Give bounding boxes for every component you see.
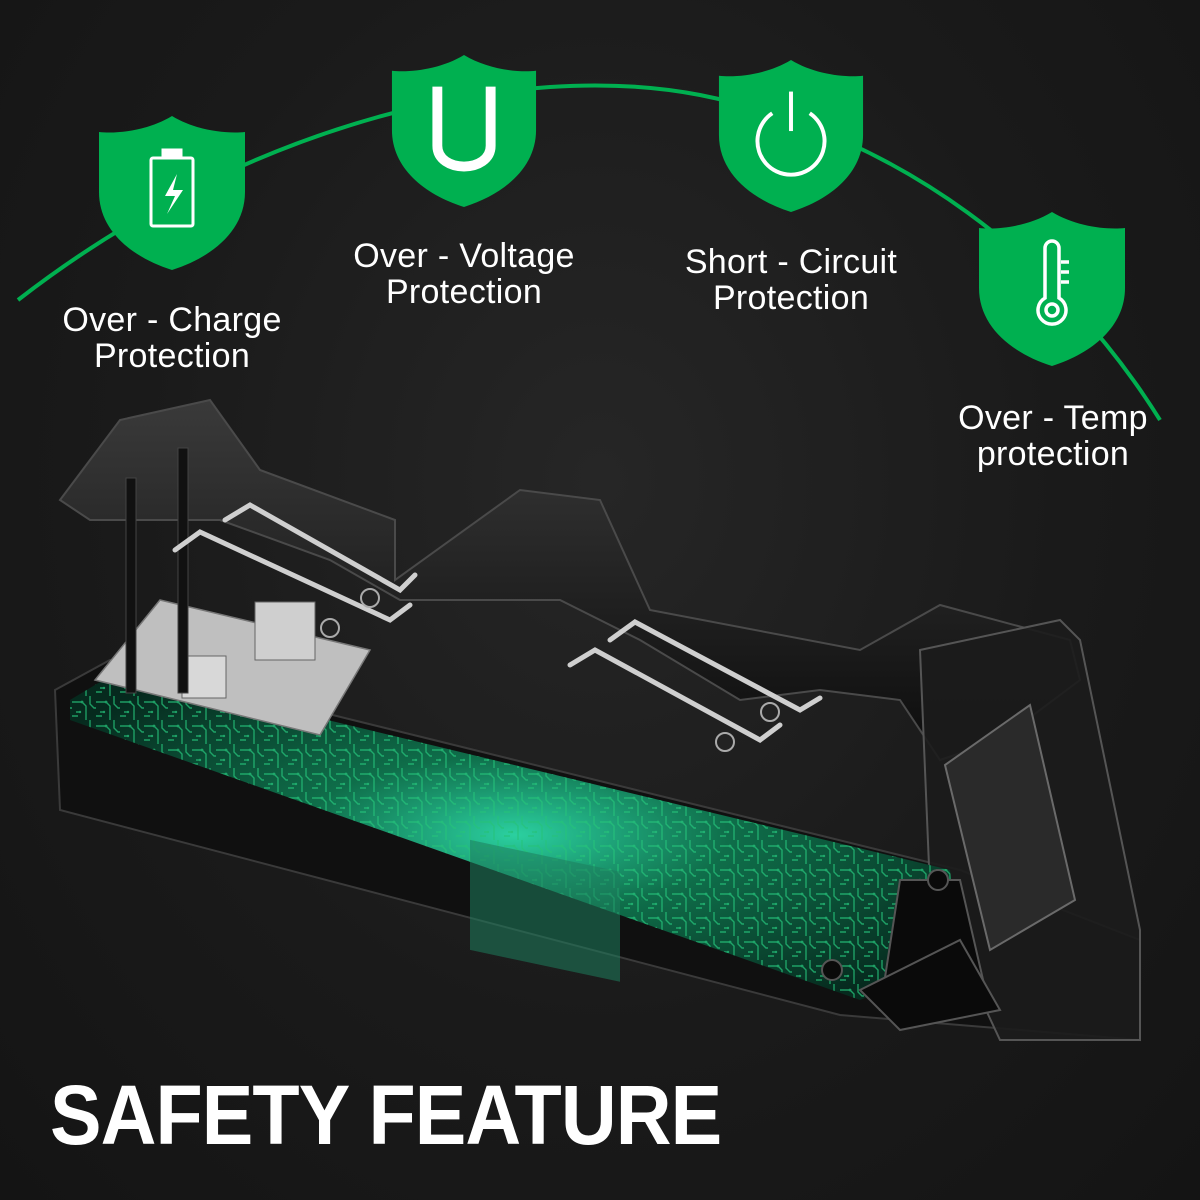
over-charge-line1: Over - Charge: [62, 301, 282, 339]
voltage-u-icon: [432, 86, 496, 172]
over-temp-line1: Over - Temp: [958, 399, 1148, 437]
thermometer-icon: [1036, 239, 1069, 326]
spring-contacts: [172, 502, 823, 743]
over-voltage-badge: [391, 54, 537, 207]
metal-components: [93, 447, 372, 736]
short-circuit-line2: Protection: [712, 279, 870, 317]
over-voltage-label: Over - Voltage Protection: [304, 238, 624, 310]
over-charge-badge: [99, 116, 245, 270]
power-icon: [755, 91, 827, 177]
contact-screws: [320, 588, 780, 752]
over-temp-label: Over - Temp protection: [893, 400, 1200, 472]
short-circuit-line1: Short - Circuit: [684, 243, 898, 281]
short-circuit-badge: [718, 59, 864, 212]
headline: SAFETY FEATURE: [50, 1068, 722, 1162]
short-circuit-label: Short - Circuit Protection: [631, 244, 951, 316]
mounting-posts: [821, 869, 1002, 1032]
circuit-board: [70, 670, 960, 1000]
over-voltage-line2: Protection: [385, 273, 543, 311]
over-temp-badge: [979, 212, 1125, 366]
battery-charging-icon: [149, 148, 195, 228]
over-charge-label: Over - Charge Protection: [12, 302, 332, 374]
over-temp-line2: protection: [976, 435, 1130, 473]
over-charge-line2: Protection: [93, 337, 251, 375]
over-voltage-line1: Over - Voltage: [353, 237, 575, 275]
